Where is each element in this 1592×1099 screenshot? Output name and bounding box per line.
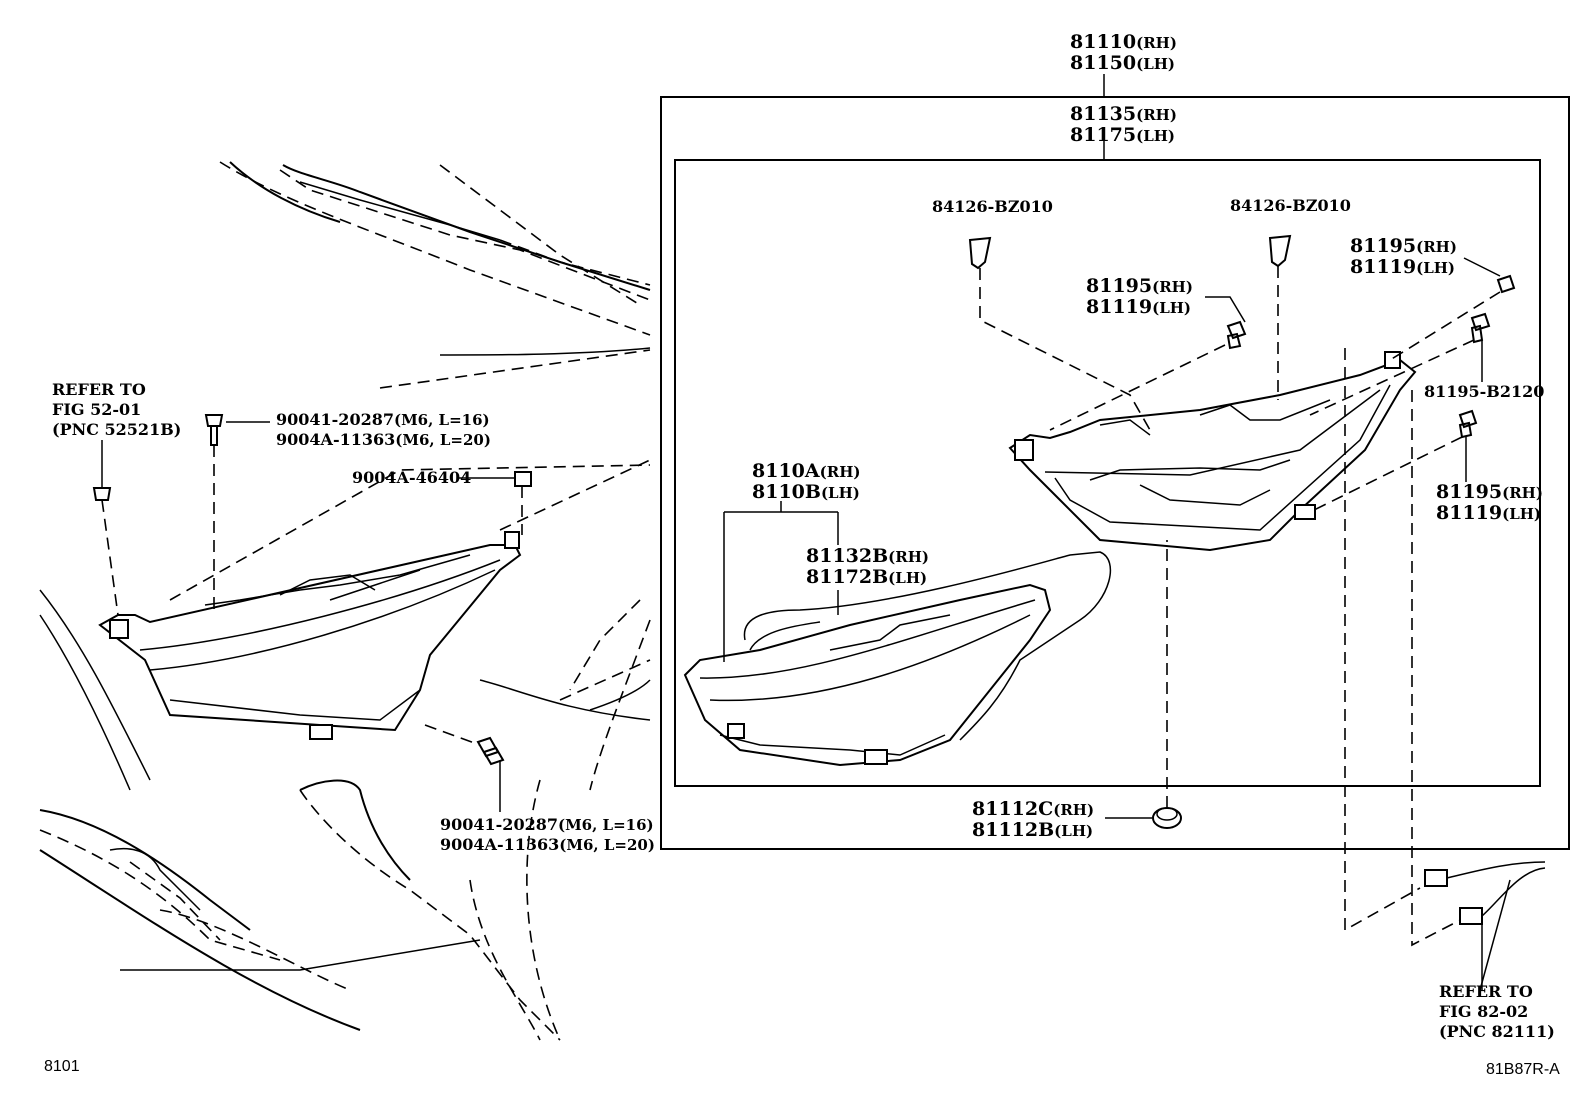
lamp-body-with-wire [683, 551, 1111, 767]
vehicle-body-outline [39, 161, 651, 1041]
label-assy-top: 81110(RH) 81150(LH) [1070, 31, 1177, 74]
footer-figure-number: 8101 [44, 1058, 80, 1075]
label-cap: 81112C(RH) 81112B(LH) [972, 798, 1095, 841]
inner-unit-frame [674, 159, 1541, 787]
screw-lower-right-drawing [1458, 409, 1478, 439]
small-parts [968, 234, 1516, 829]
label-lamp-body: 8110A(RH) 8110B(LH) [752, 460, 861, 503]
label-screw-top-right: 81195(RH) 81119(LH) [1350, 235, 1457, 278]
installed-headlamp-drawing [98, 531, 522, 740]
left-leader-lines [101, 421, 514, 812]
left-fasteners [92, 414, 532, 766]
screw-mid-drawing [1226, 320, 1247, 350]
headlamp-unit-exploded [1008, 351, 1417, 552]
label-nut: 9004A-46404 [352, 468, 472, 487]
bolt-top-drawing [204, 414, 224, 446]
label-screw-mid: 81195(RH) 81119(LH) [1086, 275, 1193, 318]
assembly-dashed-lines [979, 266, 1501, 808]
label-cover-left: 84126-BZ010 [932, 197, 1053, 216]
label-bolt-bottom: 90041-20287(M6, L=16) 9004A-11363(M6, L=… [440, 815, 655, 854]
cover-right-drawing [1268, 234, 1292, 268]
label-refer-52: REFER TO FIG 52-01 (PNC 52521B) [52, 380, 182, 439]
screw-b2120-drawing [1470, 312, 1491, 344]
clip-52521b [92, 487, 112, 501]
external-connectors [1344, 348, 1546, 991]
screw-top-right-drawing [1496, 274, 1516, 294]
outer-assembly-frame [660, 96, 1570, 850]
bolt-bottom-drawing [476, 736, 505, 766]
right-leader-lines [723, 257, 1501, 819]
nut-46404 [514, 471, 532, 487]
label-bolt-top: 90041-20287(M6, L=16) 9004A-11363(M6, L=… [276, 410, 491, 449]
cover-left-drawing [968, 236, 992, 270]
label-screw-lower-right: 81195(RH) 81119(LH) [1436, 481, 1543, 524]
label-unit: 81135(RH) 81175(LH) [1070, 103, 1177, 146]
label-wire: 81132B(RH) 81172B(LH) [806, 545, 930, 588]
label-screw-b2120: 81195-B2120 [1424, 382, 1545, 401]
label-cover-right: 84126-BZ010 [1230, 196, 1351, 215]
cap-drawing [1152, 807, 1182, 829]
label-refer-82: REFER TO FIG 82-02 (PNC 82111) [1439, 982, 1555, 1041]
footer-illustration-code: 81B87R-A [1486, 1061, 1560, 1078]
